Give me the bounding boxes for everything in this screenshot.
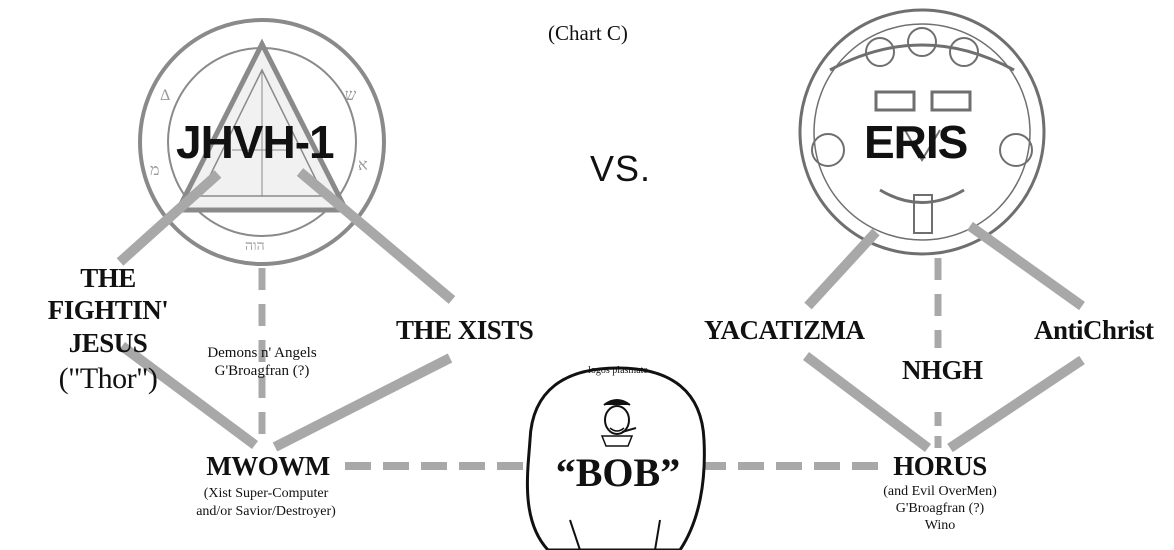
- fightin-jesus-label: THE FIGHTIN' JESUS ("Thor"): [18, 262, 198, 397]
- horus-label: HORUS: [880, 452, 1000, 480]
- horus-sub-line-3: Wino: [858, 518, 1022, 535]
- mwowm-sub-line-2: and/or Savior/Destroyer): [146, 503, 386, 521]
- thor-label: ("Thor"): [18, 361, 198, 397]
- mwowm-sub: (Xist Super-Computer and/or Savior/Destr…: [146, 485, 386, 520]
- nhgh-label: NHGH: [902, 356, 983, 384]
- eris-title: ERIS: [864, 118, 967, 166]
- svg-text:מ: מ: [150, 162, 159, 179]
- fightin-jesus-line-3: JESUS: [18, 327, 198, 359]
- mwowm-label: MWOWM: [182, 452, 354, 480]
- fightin-jesus-line-1: THE: [18, 262, 198, 294]
- svg-text:א: א: [358, 157, 368, 174]
- horus-sub-line-2: G'Broagfran (?): [858, 501, 1022, 518]
- svg-text:הוה: הוה: [245, 239, 265, 254]
- svg-text:Δ: Δ: [160, 87, 170, 104]
- horus-sub: (and Evil OverMen) G'Broagfran (?) Wino: [858, 484, 1022, 534]
- line-jhvh-to-xists: [300, 172, 452, 300]
- line-eris-to-antichrist: [970, 226, 1082, 306]
- vs-label: VS.: [590, 150, 651, 188]
- yacatizma-label: YACATIZMA: [704, 316, 865, 344]
- fightin-jesus-line-2: FIGHTIN': [18, 294, 198, 326]
- line-eris-to-yacatizma: [808, 232, 876, 306]
- demons-line-2: G'Broagfran (?): [178, 362, 346, 380]
- demons-label: Demons n' Angels G'Broagfran (?): [178, 344, 346, 380]
- jhvh-title: JHVH-1: [176, 118, 334, 166]
- logos-plasmate-label: logos plasmate: [585, 366, 651, 377]
- antichrist-label: AntiChrist: [1034, 316, 1154, 344]
- chart-label: (Chart C): [548, 22, 628, 44]
- svg-text:ש: ש: [345, 87, 357, 104]
- horus-sub-line-1: (and Evil OverMen): [858, 484, 1022, 501]
- xists-label: THE XISTS: [396, 316, 533, 344]
- mwowm-sub-line-1: (Xist Super-Computer: [146, 485, 386, 503]
- demons-line-1: Demons n' Angels: [178, 344, 346, 362]
- bob-label: “BOB”: [540, 452, 696, 494]
